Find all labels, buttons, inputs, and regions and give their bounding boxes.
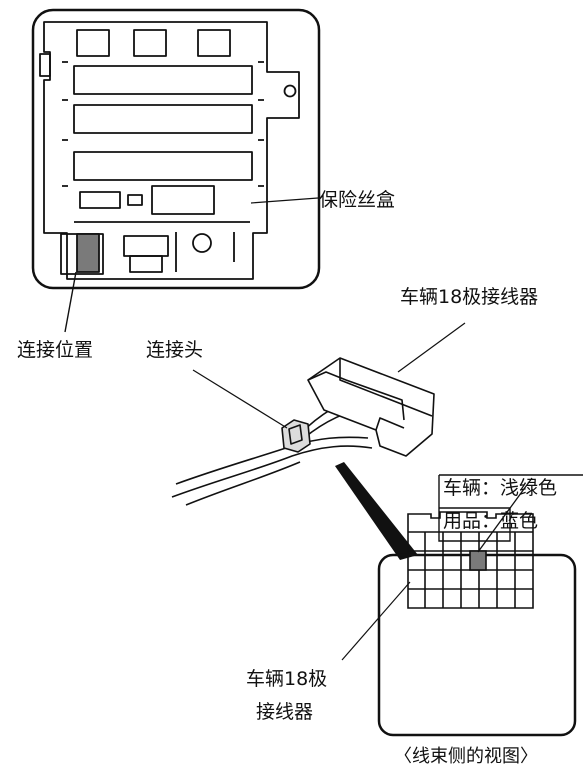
connector-label: 连接头 [146,339,204,361]
vehicle-18pin-leader-bottom [341,581,411,661]
top-fuse-1 [76,29,110,57]
harness-wire-2 [171,445,373,498]
harness-wire-1 [175,436,369,485]
vehicle-18pin-connector [307,357,435,457]
harness-view-drawing [341,474,583,737]
small-fuse-b [127,194,143,206]
zoom-pointer [335,462,418,560]
connector-face [407,511,534,609]
round-boss [192,233,212,253]
relay-3 [73,151,253,181]
relay-2 [73,104,253,134]
mount-hole [283,84,297,98]
harness-drawing [171,322,466,560]
harness-wire-3 [185,461,301,506]
small-fuse-a [79,191,121,209]
center-plug [123,235,169,257]
accessory-color-label: 用品：蓝色 [443,510,539,532]
vehicle-18pin-label-line1: 车辆18极 [246,668,328,690]
small-fuse-c [151,185,215,215]
fuse-box-frame [31,8,321,290]
color-note-leader [477,477,533,553]
connect-position-label: 连接位置 [17,339,94,361]
connector-leader [192,369,288,429]
connector-head [281,419,311,453]
vehicle-color-label: 车辆：浅绿色 [443,477,558,499]
color-note-box [438,474,583,542]
fuse-box-leader [250,197,319,204]
top-fuse-2 [133,29,167,57]
harness-view-caption: 〈线束侧的视图〉 [394,746,538,767]
fuse-box-latch [39,53,51,77]
center-plug-lower [129,255,163,273]
fuse-box-label: 保险丝盒 [319,189,396,211]
vehicle-18pin-label-line2: 接线器 [256,701,314,723]
vehicle-18pin-label: 车辆18极接线器 [400,286,539,308]
connect-position-leader [64,271,77,333]
marked-pin [469,550,487,571]
connector-grid [408,531,533,608]
connect-position-marker [76,233,100,273]
vehicle-18pin-leader-top [397,322,466,373]
relay-1 [73,65,253,95]
top-fuse-3 [197,29,231,57]
fuse-box-drawing [31,8,321,333]
